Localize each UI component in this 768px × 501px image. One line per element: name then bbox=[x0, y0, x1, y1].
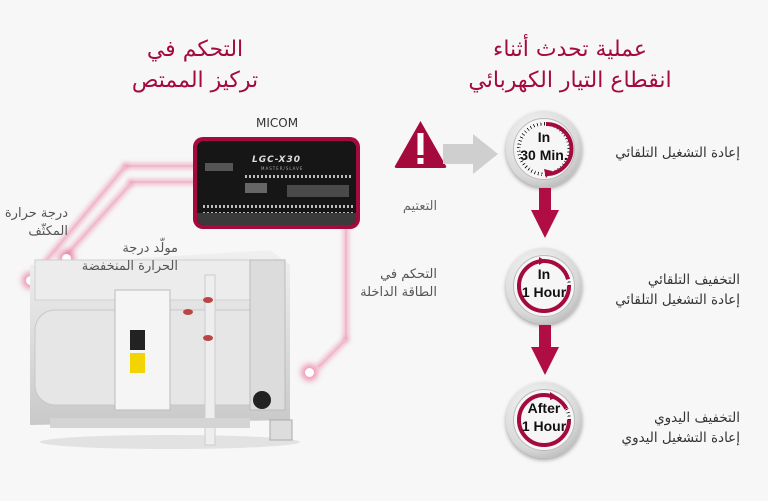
generator-dot bbox=[62, 254, 71, 263]
desc-line: إعادة التشغيل اليدوي bbox=[621, 430, 741, 446]
callout-line: التحكم في bbox=[380, 267, 437, 282]
clock-line2: 1 Hour bbox=[521, 418, 567, 434]
input-power-dot bbox=[305, 368, 314, 377]
callout-line: مولّد درجة bbox=[122, 241, 178, 256]
right-title-line1: عملية تحدث أثناء bbox=[492, 37, 648, 62]
gray-right-arrow-icon bbox=[443, 134, 498, 174]
desc-line: إعادة التشغيل التلقائي bbox=[615, 145, 740, 161]
clock-step-1: In 30 Min. bbox=[506, 111, 582, 187]
down-arrow-icon bbox=[531, 325, 559, 377]
clock-step-2: In 1 Hour bbox=[506, 248, 582, 324]
absorption-chiller-image bbox=[30, 250, 310, 450]
clock-line2: 30 Min. bbox=[520, 147, 568, 163]
micom-controller: LGC-X30 MASTER/SLAVE bbox=[193, 137, 360, 229]
desc-line: التخفيف اليدوي bbox=[654, 410, 740, 426]
clock-line1: In bbox=[537, 266, 551, 282]
callout-condenser-temp: درجة حرارة المكثّف bbox=[0, 205, 68, 241]
callout-line: الحرارة المنخفضة bbox=[81, 259, 178, 274]
right-title: عملية تحدث أثناء انقطاع التيار الكهربائي bbox=[430, 34, 710, 96]
clock-step-3: After 1 Hour bbox=[506, 382, 582, 458]
down-arrow-icon bbox=[531, 188, 559, 240]
micom-brand: LGC-X30 bbox=[252, 155, 302, 165]
step-3-description: التخفيف اليدوي إعادة التشغيل اليدوي bbox=[600, 408, 741, 448]
callout-line: درجة حرارة bbox=[4, 206, 68, 221]
progress-arc-icon bbox=[517, 257, 571, 313]
right-title-line2: انقطاع التيار الكهربائي bbox=[468, 68, 672, 93]
callout-low-temp-generator: مولّد درجة الحرارة المنخفضة bbox=[70, 240, 178, 276]
left-title: التحكم في تركيز الممتص bbox=[95, 34, 295, 96]
clock-line2: 1 Hour bbox=[521, 284, 567, 300]
left-title-line2: تركيز الممتص bbox=[131, 68, 259, 93]
warning-triangle-icon bbox=[393, 118, 448, 170]
micom-label: MICOM bbox=[256, 116, 299, 130]
clock-line1: In bbox=[537, 129, 551, 145]
progress-arc-icon bbox=[517, 392, 571, 447]
callout-input-power-control: التحكم في الطاقة الداخلة bbox=[345, 266, 437, 302]
clock-line1: After bbox=[527, 400, 561, 416]
left-title-line1: التحكم في bbox=[146, 37, 244, 62]
progress-arc-icon bbox=[544, 121, 574, 178]
step-2-description: التخفيف التلقائي إعادة التشغيل التلقائي bbox=[600, 270, 740, 310]
desc-line: إعادة التشغيل التلقائي bbox=[615, 292, 740, 308]
callout-line: المكثّف bbox=[28, 224, 68, 239]
desc-line: التخفيف التلقائي bbox=[647, 272, 740, 288]
warning-label: التعتيم bbox=[402, 199, 438, 214]
step-1-description: إعادة التشغيل التلقائي bbox=[600, 143, 740, 163]
callout-line: الطاقة الداخلة bbox=[360, 285, 437, 300]
micom-sub: MASTER/SLAVE bbox=[261, 166, 304, 171]
